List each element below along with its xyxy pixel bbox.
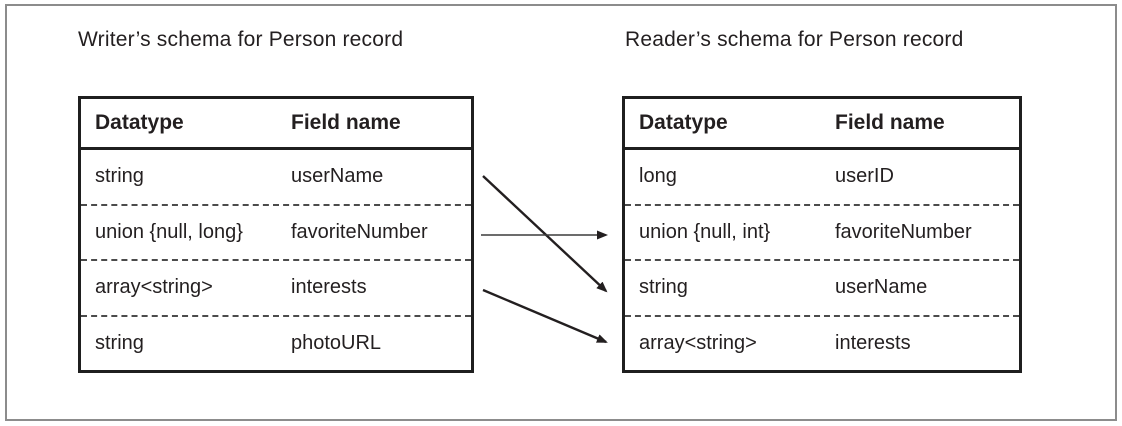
writer-header-datatype: Datatype [95, 111, 184, 134]
datatype-cell: string [95, 331, 144, 354]
datatype-cell: union {null, long} [95, 220, 243, 243]
reader-header-field-name: Field name [835, 111, 945, 134]
datatype-cell: union {null, int} [639, 220, 771, 243]
datatype-cell: long [639, 165, 677, 188]
field-name-cell: userID [835, 165, 894, 188]
table-row: long userID [625, 150, 1019, 204]
field-name-cell: userName [835, 276, 928, 299]
field-name-cell: favoriteNumber [835, 220, 972, 243]
datatype-cell: array<string> [639, 331, 757, 354]
field-name-cell: interests [291, 276, 367, 299]
arrow-interests-mapping [482, 288, 608, 344]
datatype-cell: string [639, 276, 688, 299]
arrow-username-mapping [482, 175, 608, 293]
field-name-cell: favoriteNumber [291, 220, 428, 243]
datatype-cell: array<string> [95, 276, 213, 299]
field-name-cell: userName [291, 165, 384, 188]
reader-schema-title: Reader’s schema for Person record [625, 28, 964, 51]
table-row: union {null, long} favoriteNumber [81, 203, 471, 260]
datatype-cell: string [95, 165, 144, 188]
table-row: string userName [625, 259, 1019, 315]
reader-header-datatype: Datatype [639, 111, 728, 134]
reader-table-header: Datatype Field name [625, 99, 1019, 150]
table-row: array<string> interests [81, 259, 471, 315]
writer-table-header: Datatype Field name [81, 99, 471, 150]
writer-header-field-name: Field name [291, 111, 401, 134]
field-name-cell: photoURL [291, 331, 382, 354]
table-row: string userName [81, 150, 471, 204]
reader-schema-table: Datatype Field name long userID union {n… [622, 96, 1022, 373]
table-row: array<string> interests [625, 314, 1019, 371]
writer-schema-title: Writer’s schema for Person record [78, 28, 404, 51]
table-row: union {null, int} favoriteNumber [625, 203, 1019, 260]
field-name-cell: interests [835, 331, 911, 354]
table-row: string photoURL [81, 314, 471, 371]
writer-schema-table: Datatype Field name string userName unio… [78, 96, 474, 373]
